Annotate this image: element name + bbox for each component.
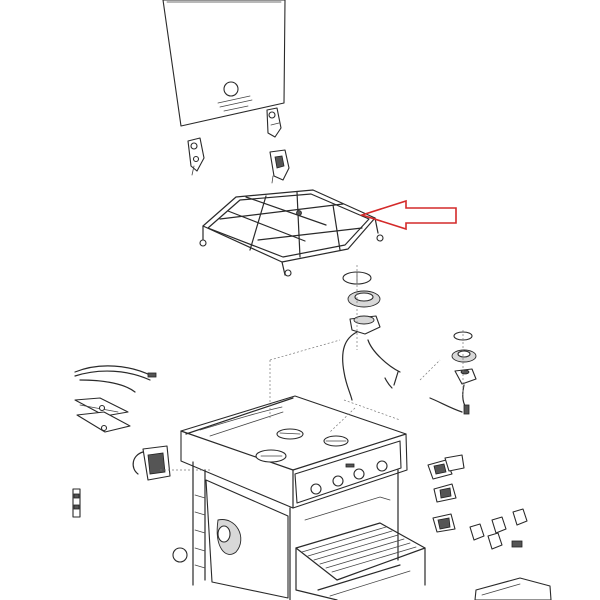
gas-hose-loop [74, 365, 157, 393]
oven-door-glass [474, 577, 552, 600]
assembly-guide-lines [160, 339, 441, 471]
burner-assembly-center [342, 265, 401, 401]
oven-side-panel [205, 479, 289, 599]
control-knob [487, 532, 503, 550]
control-knob-socket [310, 483, 322, 495]
stove-cover-lid [162, 0, 286, 127]
burner-assembly-right [429, 330, 477, 415]
control-knob-socket [332, 475, 344, 487]
lid-handle-hole [223, 81, 239, 97]
side-bracket [72, 488, 81, 518]
gas-valve-set [427, 454, 465, 533]
control-module [132, 445, 171, 481]
grate-foot [376, 234, 384, 242]
thermocouple-wire [342, 331, 358, 401]
control-knob-socket [353, 468, 365, 480]
lid-hinge-left [187, 137, 205, 176]
grate-center-bolt [296, 210, 302, 216]
control-knob [512, 508, 528, 526]
lid-hinge-right-lower [269, 149, 290, 184]
lid-hinge-right-upper [266, 107, 282, 138]
highlight-arrow [359, 199, 457, 231]
igniter-switch [511, 540, 523, 548]
mounting-bracket [74, 397, 131, 433]
cooktop-burner-ring [276, 428, 304, 440]
control-knob [469, 523, 485, 541]
grate-foot [284, 269, 292, 277]
control-panel [294, 440, 402, 504]
control-knob-socket [376, 460, 388, 472]
cooktop-body [180, 395, 408, 509]
control-knobs [469, 508, 528, 550]
grate-foot [199, 239, 207, 247]
oven-rack [295, 522, 426, 581]
oven-body [172, 461, 426, 600]
control-knob [491, 516, 507, 534]
burner-grate [199, 189, 384, 277]
oven-igniter-cap [172, 547, 188, 563]
